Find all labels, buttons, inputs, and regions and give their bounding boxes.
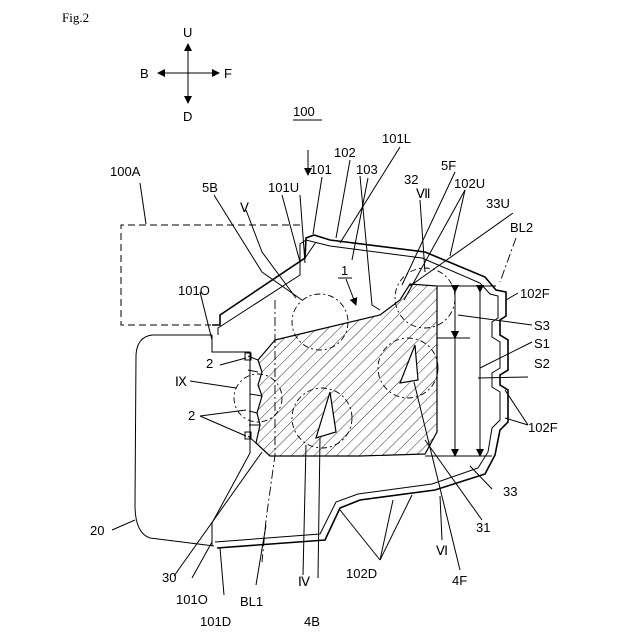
label-IX: Ⅸ xyxy=(175,374,187,389)
direction-compass: U D B F xyxy=(140,25,232,124)
label-102D: 102D xyxy=(346,566,377,581)
label-1: 1 xyxy=(341,263,348,278)
label-101D: 101D xyxy=(200,614,231,629)
label-102U: 102U xyxy=(454,176,485,191)
label-4B: 4B xyxy=(304,614,320,629)
label-2-bottom: 2 xyxy=(188,408,195,423)
label-2-top: 2 xyxy=(206,356,213,371)
label-BL2: BL2 xyxy=(510,220,533,235)
label-100: 100 xyxy=(293,104,315,119)
label-101: 101 xyxy=(310,162,332,177)
label-20: 20 xyxy=(90,523,104,538)
label-30: 30 xyxy=(162,570,176,585)
label-S2: S2 xyxy=(534,356,550,371)
label-103: 103 xyxy=(356,162,378,177)
label-101U: 101U xyxy=(268,180,299,195)
label-IV: Ⅳ xyxy=(298,574,310,589)
compass-back-label: B xyxy=(140,66,149,81)
label-5B: 5B xyxy=(202,180,218,195)
label-32: 32 xyxy=(404,172,418,187)
label-S1: S1 xyxy=(534,336,550,351)
label-101L: 101L xyxy=(382,131,411,146)
housing-20 xyxy=(135,335,214,546)
label-100A: 100A xyxy=(110,164,141,179)
compass-down-label: D xyxy=(183,109,192,124)
cover-101-flange xyxy=(305,242,316,258)
label-33U: 33U xyxy=(486,196,510,211)
label-102F-top: 102F xyxy=(520,286,550,301)
label-V: Ⅴ xyxy=(240,200,249,215)
boundary-line-BL2 xyxy=(500,238,516,282)
label-102: 102 xyxy=(334,145,356,160)
label-4F: 4F xyxy=(452,573,467,588)
label-102F-bottom: 102F xyxy=(528,420,558,435)
label-S3: S3 xyxy=(534,318,550,333)
label-VII: Ⅶ xyxy=(416,186,431,201)
label-VI: Ⅵ xyxy=(436,543,448,558)
label-BL1: BL1 xyxy=(240,594,263,609)
label-5F: 5F xyxy=(441,158,456,173)
outline-100A xyxy=(121,225,300,325)
label-101O-top: 101O xyxy=(178,283,210,298)
label-31: 31 xyxy=(476,520,490,535)
compass-up-label: U xyxy=(183,25,192,40)
compass-front-label: F xyxy=(224,66,232,81)
figure-title: Fig.2 xyxy=(62,10,89,25)
label-33: 33 xyxy=(503,484,517,499)
label-101O-bottom: 101O xyxy=(176,592,208,607)
